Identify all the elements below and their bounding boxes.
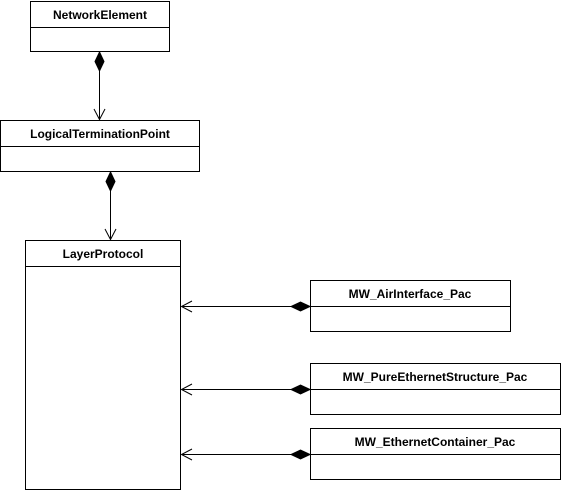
class-mw-pure-ethernet-structure-pac[interactable]: MW_PureEthernetStructure_Pac bbox=[310, 363, 561, 415]
open-arrowhead bbox=[180, 383, 193, 396]
open-arrowhead bbox=[180, 448, 193, 461]
class-layer-protocol[interactable]: LayerProtocol bbox=[25, 240, 181, 490]
class-network-element[interactable]: NetworkElement bbox=[30, 1, 170, 52]
composition-air-interface-to-lp[interactable] bbox=[180, 300, 312, 313]
open-arrowhead bbox=[104, 228, 117, 241]
class-name-network-element: NetworkElement bbox=[53, 8, 147, 22]
composition-diamond bbox=[289, 301, 312, 312]
composition-diamond bbox=[105, 170, 116, 193]
class-name-logical-termination-point: LogicalTerminationPoint bbox=[30, 127, 170, 141]
composition-diamond bbox=[94, 50, 105, 73]
composition-diamond bbox=[289, 449, 312, 460]
composition-pure-ethernet-to-lp[interactable] bbox=[180, 383, 312, 396]
class-box bbox=[30, 1, 170, 52]
class-mw-air-interface-pac[interactable]: MW_AirInterface_Pac bbox=[310, 280, 511, 332]
class-name-layer-protocol: LayerProtocol bbox=[63, 247, 144, 261]
composition-ne-to-ltp[interactable] bbox=[93, 50, 106, 121]
class-name-mw-pure-ethernet-structure-pac: MW_PureEthernetStructure_Pac bbox=[343, 370, 528, 384]
class-name-mw-ethernet-container-pac: MW_EthernetContainer_Pac bbox=[355, 435, 516, 449]
composition-diamond bbox=[289, 384, 312, 395]
class-logical-termination-point[interactable]: LogicalTerminationPoint bbox=[0, 120, 200, 172]
open-arrowhead bbox=[180, 300, 193, 313]
open-arrowhead bbox=[93, 108, 106, 121]
composition-ltp-to-lp[interactable] bbox=[104, 170, 117, 241]
composition-ethernet-container-to-lp[interactable] bbox=[180, 448, 312, 461]
class-name-mw-air-interface-pac: MW_AirInterface_Pac bbox=[349, 287, 472, 301]
class-box bbox=[25, 240, 181, 490]
class-mw-ethernet-container-pac[interactable]: MW_EthernetContainer_Pac bbox=[310, 428, 561, 480]
